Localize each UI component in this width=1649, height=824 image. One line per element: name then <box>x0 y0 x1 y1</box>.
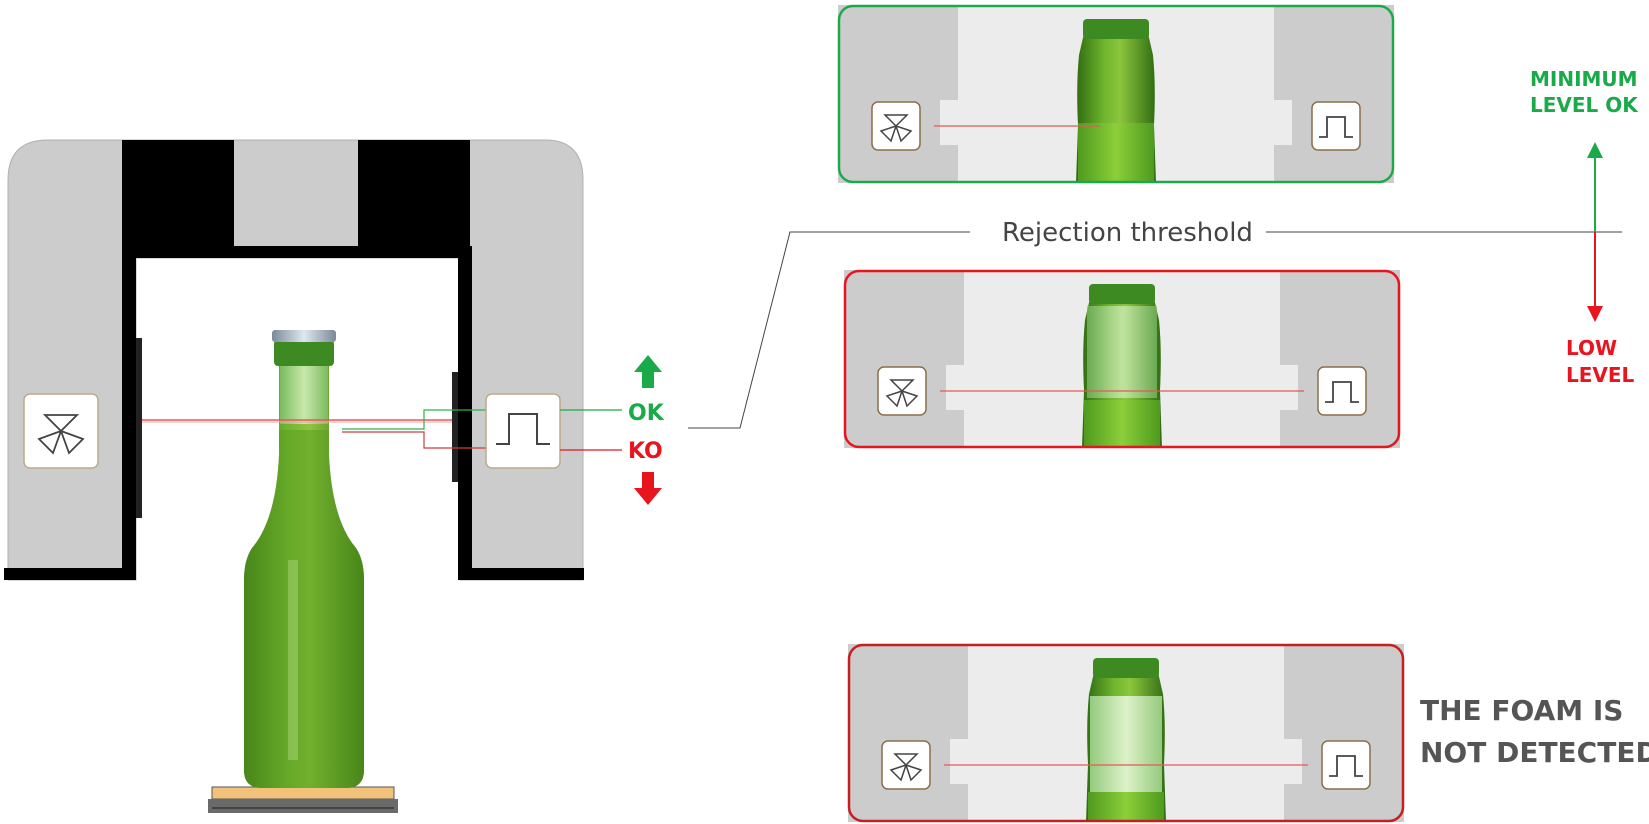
bottle-cap <box>272 330 336 342</box>
panel-receiver-box <box>1311 101 1361 151</box>
frame-inner-top-black <box>122 246 472 258</box>
panel-border <box>843 269 1401 449</box>
square-pulse-icon <box>496 413 550 445</box>
radiation-trefoil-icon <box>879 114 913 143</box>
panel-right-block <box>1284 644 1404 822</box>
panel-emitter-box <box>881 740 931 790</box>
foam-line2: NOT DETECTED <box>1420 736 1649 769</box>
panel-bottle-foam <box>1090 696 1162 794</box>
panel-bottle-beer <box>1084 400 1160 448</box>
ok-vertical-arrow-head <box>1587 142 1603 158</box>
receiver-window <box>452 372 458 482</box>
frame-top-black-left <box>122 140 234 246</box>
panel-left-block <box>838 5 958 183</box>
panel-bottle-lip <box>1083 19 1149 39</box>
panel-bottle-lip <box>1093 658 1159 678</box>
ko-signal-wire <box>342 431 486 449</box>
square-pulse-icon <box>1325 381 1359 403</box>
low-level-line1: LOW <box>1566 336 1617 360</box>
bottle-stand-base <box>208 799 398 813</box>
emitter-box <box>23 393 99 469</box>
radiation-trefoil-icon <box>37 414 85 455</box>
sensor-frame <box>4 139 584 581</box>
minimum-level-line2: LEVEL OK <box>1530 93 1639 117</box>
receiver-box <box>485 393 561 469</box>
panel-bottle-beer <box>1088 792 1164 822</box>
ko-label: KO <box>628 439 663 464</box>
panel-low-level <box>843 269 1401 449</box>
ok-label: OK <box>628 401 665 426</box>
bottle-stand <box>211 786 395 800</box>
panel-bottle-beer <box>1078 123 1154 183</box>
ko-vertical-arrow-head <box>1587 306 1603 322</box>
panel-left-block <box>848 644 968 822</box>
panel-right-block <box>1274 5 1394 183</box>
panel-receiver-box <box>1317 366 1367 416</box>
minimum-level-line1: MINIMUM <box>1530 67 1638 91</box>
callout-line <box>688 231 970 429</box>
panel-bottle-headspace <box>1087 306 1157 398</box>
ok-signal-wire <box>342 409 486 430</box>
bottle-headspace <box>280 362 328 424</box>
bottle-beer <box>244 430 364 788</box>
panel-receiver-box <box>1321 740 1371 790</box>
arrow-down-icon <box>634 472 662 505</box>
panel-emitter-box <box>871 101 921 151</box>
panel-border <box>837 4 1395 184</box>
frame-bottom-right-black <box>460 568 584 580</box>
rejection-threshold-label: Rejection threshold <box>1002 218 1253 248</box>
panel-emitter-box <box>877 366 927 416</box>
square-pulse-icon <box>1319 116 1353 138</box>
foam-line1: THE FOAM IS <box>1420 694 1623 727</box>
panel-left-block <box>844 270 964 448</box>
panel-right-block <box>1280 270 1400 448</box>
bottle-highlight <box>288 560 298 760</box>
frame-top-black-right <box>358 140 470 246</box>
emitter-window <box>136 338 142 518</box>
main-bottle <box>208 330 398 813</box>
panel-foam <box>847 643 1405 823</box>
arrow-up-icon <box>634 355 662 388</box>
frame-inner-left-black <box>122 246 136 580</box>
square-pulse-icon <box>1329 755 1363 777</box>
panel-bottle-lip <box>1089 284 1155 304</box>
panel-level-ok <box>837 4 1395 184</box>
radiation-trefoil-icon <box>885 379 919 408</box>
low-level-line2: LEVEL <box>1566 363 1635 387</box>
frame-bottom-left-black <box>4 568 136 580</box>
bottle-neck-ring <box>274 340 334 366</box>
radiation-trefoil-icon <box>889 753 923 782</box>
panel-border <box>847 643 1405 823</box>
frame-inner-right-black <box>458 246 472 580</box>
